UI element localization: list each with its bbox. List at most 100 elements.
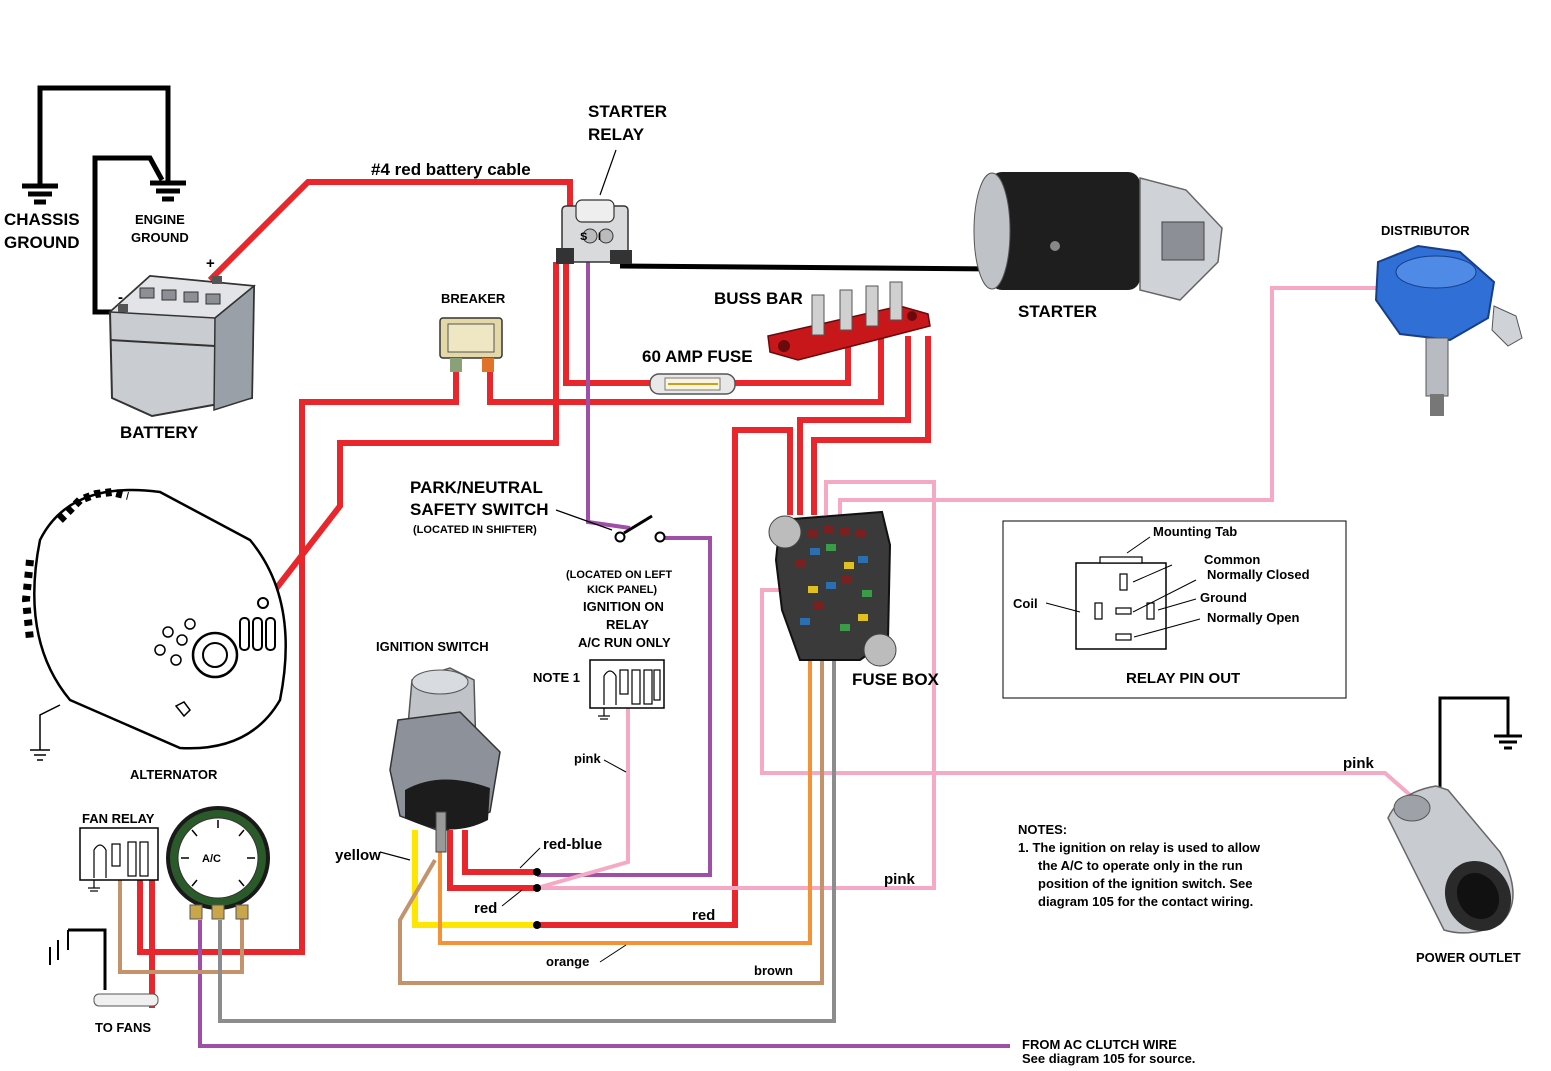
wire-switch-red-blue (462, 830, 537, 875)
wire-red-blue-label: red-blue (543, 836, 602, 853)
notes-line-4: diagram 105 for the contact wiring. (1038, 894, 1253, 909)
notes-line-1: 1. The ignition on relay is used to allo… (1018, 840, 1261, 855)
note1-label: NOTE 1 (533, 670, 580, 685)
pinout-normally-closed: Normally Closed (1207, 567, 1310, 582)
pinout-common: Common (1204, 552, 1260, 567)
from-ac-label-1: FROM AC CLUTCH WIRE (1022, 1037, 1177, 1052)
power-outlet-label: POWER OUTLET (1416, 950, 1521, 965)
starter-relay: S I (556, 199, 632, 264)
relay-pinout-labels: Mounting Tab Common Normally Closed Coil… (1013, 524, 1310, 687)
to-fans-label: TO FANS (95, 1020, 151, 1035)
wire-yellow (412, 830, 537, 928)
fuse-60amp-label: 60 AMP FUSE (642, 347, 753, 366)
breaker (439, 317, 503, 372)
wire-pink-distributor (838, 286, 1380, 515)
notes-line-2: the A/C to operate only in the run (1038, 858, 1243, 873)
fan-ground-symbol (49, 930, 69, 965)
fuse-60amp (649, 373, 736, 395)
wire-switch-red (447, 830, 537, 891)
wire-orange-label: orange (546, 954, 589, 969)
park-neutral-label-1: PARK/NEUTRAL (410, 478, 543, 497)
wire-breaker-to-fan (137, 372, 459, 955)
ign-relay-label-1: IGNITION ON (583, 599, 664, 614)
starter-motor (973, 172, 1223, 301)
ign-relay-label-3: A/C RUN ONLY (578, 635, 671, 650)
wire-battery-cable (207, 179, 573, 283)
wire-purple-relay (586, 262, 631, 530)
distributor (1374, 244, 1523, 416)
chassis-ground-label-1: CHASSIS (4, 210, 80, 229)
wire-purple-ac (198, 920, 1010, 1048)
chassis-ground-symbol (22, 183, 58, 205)
fan-inline-fuse (93, 993, 159, 1007)
battery-cable-label: #4 red battery cable (371, 160, 531, 179)
ignition-switch-label: IGNITION SWITCH (376, 639, 489, 654)
battery-plus-label: + (206, 255, 215, 272)
ignition-switch (379, 667, 501, 861)
engine-ground-label-1: ENGINE (135, 212, 185, 227)
pinout-ground: Ground (1200, 590, 1247, 605)
wire-fuse-to-bus (735, 336, 851, 386)
wires (37, 85, 1510, 1048)
notes-heading: NOTES: (1018, 822, 1067, 837)
wire-orange (438, 655, 812, 945)
wire-relay-to-fuse (563, 262, 650, 386)
buss-bar (767, 281, 931, 361)
wire-breaker-to-bus (487, 336, 884, 405)
notes-line-3: position of the ignition switch. See (1038, 876, 1253, 891)
wire-pink-relay-label: pink (574, 751, 601, 766)
battery (108, 274, 256, 418)
diagram-labels: STARTER RELAY #4 red battery cable CHASS… (4, 102, 1521, 1066)
starter-label: STARTER (1018, 302, 1097, 321)
fan-relay-label: FAN RELAY (82, 811, 155, 826)
from-ac-label-2: See diagram 105 for source. (1022, 1051, 1195, 1066)
wire-red-left-label: red (474, 900, 497, 917)
park-neutral-switch (555, 509, 666, 543)
distributor-label: DISTRIBUTOR (1381, 223, 1470, 238)
starter-relay-label-2: RELAY (588, 125, 645, 144)
park-neutral-label-3: (LOCATED IN SHIFTER) (413, 524, 537, 536)
wire-pink-fusebox-top (537, 480, 936, 890)
wire-alternator-charge (262, 262, 559, 605)
wire-gray (218, 655, 836, 1023)
wire-purple-switch (537, 536, 712, 877)
wire-pink-switch-label: pink (884, 871, 915, 888)
fuse-box-label: FUSE BOX (852, 670, 940, 689)
fan-gauge: A/C (166, 806, 270, 920)
wire-yellow-label: yellow (335, 847, 381, 864)
wire-brown (398, 655, 824, 985)
park-neutral-label-2: SAFETY SWITCH (410, 500, 549, 519)
wire-pink-outlet-label: pink (1343, 755, 1374, 772)
kick-panel-label-1: (LOCATED ON LEFT (566, 569, 672, 581)
battery-minus-label: - (118, 289, 123, 306)
wire-bus-to-fusebox-a (797, 336, 911, 515)
wire-bus-to-fusebox-b (811, 336, 931, 515)
wire-chassis-ground (37, 85, 171, 185)
pinout-coil: Coil (1013, 596, 1038, 611)
starter-relay-label-1: STARTER (588, 102, 667, 121)
kick-panel-label-2: KICK PANEL) (587, 584, 657, 596)
breaker-label: BREAKER (441, 291, 506, 306)
wire-starter-main (619, 263, 999, 272)
alternator (21, 487, 287, 761)
wire-fan-ground (68, 928, 107, 990)
wire-battery-negative (92, 155, 165, 315)
chassis-ground-label-2: GROUND (4, 233, 80, 252)
fuse-box (768, 510, 897, 667)
pinout-title: RELAY PIN OUT (1126, 670, 1240, 687)
junction-dot (533, 868, 541, 876)
pinout-mounting-tab: Mounting Tab (1153, 524, 1237, 539)
engine-ground-symbol (150, 180, 186, 202)
wire-fan-brown (118, 880, 244, 974)
battery-label: BATTERY (120, 423, 199, 442)
notes-block: NOTES: 1. The ignition on relay is used … (1018, 822, 1261, 909)
relay-pinout-box (1002, 520, 1347, 699)
junction-dot (533, 884, 541, 892)
wire-brown-label: brown (754, 963, 793, 978)
pinout-normally-open: Normally Open (1207, 610, 1300, 625)
outlet-ground-symbol (1494, 734, 1522, 750)
buss-bar-label: BUSS BAR (714, 289, 803, 308)
power-outlet (1387, 785, 1514, 934)
ignition-on-relay (589, 659, 665, 720)
gauge-ac-label: A/C (202, 853, 221, 865)
